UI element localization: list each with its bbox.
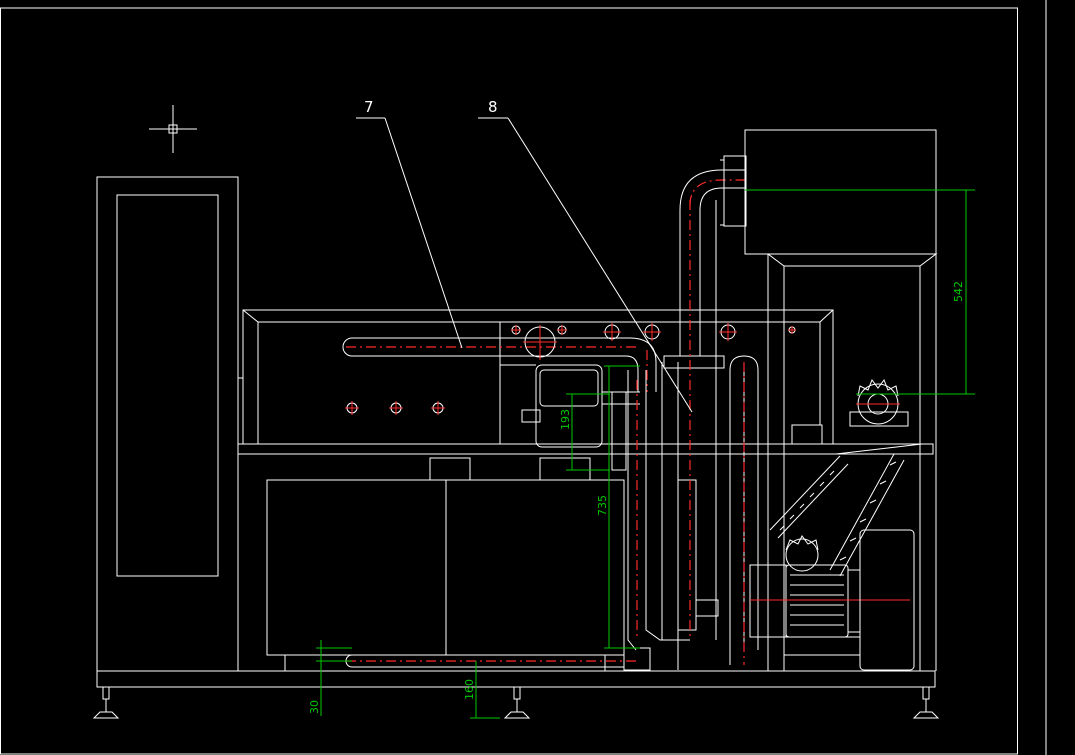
bolt-hole [389,401,403,415]
bolt-hole [603,323,621,341]
dimension-193 [566,393,610,471]
bolt-holes [345,323,796,415]
crosshair-cursor-icon [149,105,197,153]
bolt-hole [431,401,445,415]
dimension-text-735: 735 [596,495,609,516]
bolt-hole [788,326,796,334]
callout-label-8: 8 [488,98,498,116]
dimension-160 [470,661,500,719]
dimension-30 [316,640,352,716]
bolt-hole [643,323,661,341]
dimension-text-30: 30 [308,700,321,714]
conveyor-chain [769,443,923,577]
upper-housing [237,309,934,455]
pump-unit [429,364,640,481]
riser-pipes [611,155,759,670]
bolt-hole [345,401,359,415]
bolt-hole [719,323,737,341]
dimension-542 [745,189,975,395]
control-cabinet [96,176,243,672]
drain-pipe [345,647,651,671]
dimension-text-542: 542 [952,281,965,302]
dimension-text-193: 193 [559,409,572,430]
bolt-hole [557,325,567,335]
drive-sprocket-upper [849,378,909,427]
bolt-hole [511,325,521,335]
drive-motor [749,529,915,671]
upper-tank [744,129,938,671]
leveling-feet [92,686,940,719]
drawing-frame [0,0,1047,755]
callout-leaders [356,117,693,413]
dimension-735 [604,365,640,649]
dimension-text-160: 160 [463,679,476,700]
callout-label-7: 7 [364,98,374,116]
